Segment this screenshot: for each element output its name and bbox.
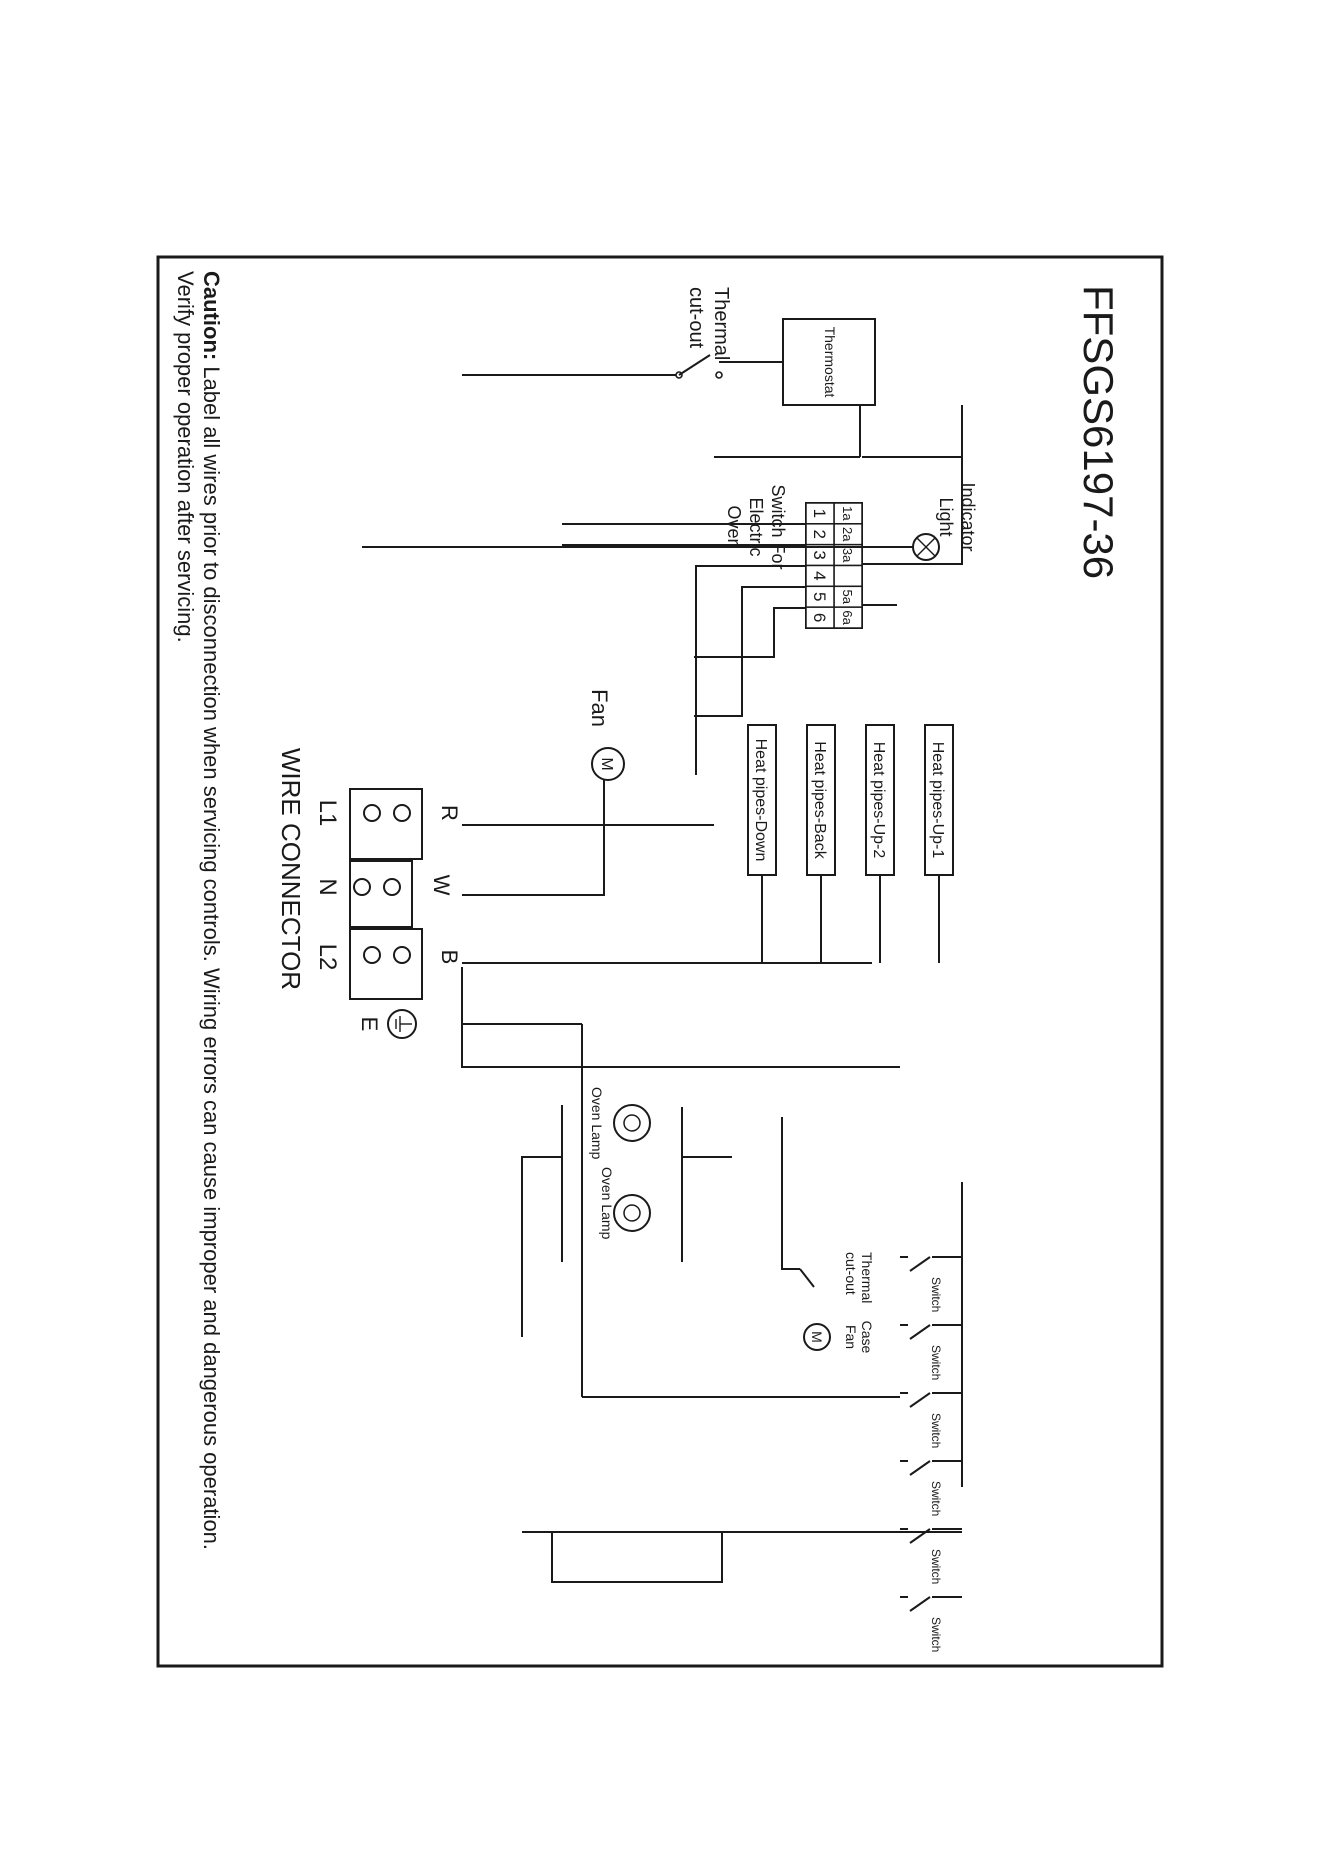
burner-switch: Switch: [900, 1324, 962, 1380]
indicator-light-x-2: [916, 537, 936, 557]
diagram-frame: [156, 255, 1164, 1668]
oven-switch-label-2: Electric: [746, 497, 766, 556]
caution-line-1: Caution: Label all wires prior to discon…: [199, 271, 224, 1550]
switch-bottom-cell: [805, 606, 835, 629]
connector-l1: L1: [314, 800, 341, 827]
oven-lamp-2: [613, 1194, 651, 1232]
switch-bottom-terminal: 6: [810, 613, 829, 622]
switch-top-terminal: 1a: [840, 506, 855, 521]
fan-motor: [591, 747, 625, 781]
switch-bottom-terminal: 4: [810, 571, 829, 580]
fan-motor-m: M: [598, 757, 615, 770]
lower-thermal-blade: [799, 1268, 815, 1288]
burner-switch: Switch: [900, 1256, 962, 1312]
wire-lamps-d: [521, 1156, 562, 1337]
wire-connector: [349, 788, 423, 1000]
switch-bottom-terminal: 5: [810, 592, 829, 601]
burner-switch-label: Switch: [929, 1277, 943, 1312]
caution-line-2: Verify proper operation after servicing.: [173, 271, 198, 643]
thermostat-label: Thermostat: [822, 327, 838, 398]
bus-lower-1: [461, 967, 900, 1068]
heat-pipe-label: Heat pipes-Up-2: [870, 742, 887, 859]
burner-switch: Switch: [900, 1528, 962, 1584]
heat-pipe-label: Heat pipes-Down: [752, 739, 769, 862]
wire-1a: [862, 405, 963, 458]
thermal-cutout-label: Thermal: [710, 287, 732, 360]
switch-top-terminal: 2a: [840, 527, 855, 542]
wire-connector-label: WIRE CONNECTOR: [276, 748, 306, 990]
wire-out-5: [694, 586, 806, 717]
thermal-cutout-contact: [715, 371, 723, 379]
connector-w: W: [429, 875, 454, 896]
case-fan-label-2: Fan: [843, 1325, 859, 1349]
burner-switch: Switch: [900, 1460, 962, 1516]
oven-switch-label-3: Oven: [724, 505, 744, 548]
wire-out-6: [694, 607, 806, 658]
thermal-cutout-blade: [678, 354, 711, 376]
burner-switch-label: Switch: [929, 1617, 943, 1652]
switch-top-terminal: 3a: [840, 548, 855, 563]
burner-switch: Switch: [900, 1392, 962, 1448]
case-fan-m: M: [809, 1331, 825, 1343]
burner-switch-label: Switch: [929, 1345, 943, 1380]
diagram-title: FFSGS6197-36: [1075, 285, 1122, 579]
switch-top-terminal: 5a: [840, 590, 855, 605]
indicator-light-label-2: Light: [936, 497, 956, 536]
case-fan-motor: [803, 1323, 831, 1351]
connector-n: N: [314, 878, 341, 895]
burner-switch-label: Switch: [929, 1481, 943, 1516]
switch-top-cell: [833, 564, 863, 588]
wire-6a: [862, 457, 963, 565]
burner-switch-label: Switch: [929, 1413, 943, 1448]
bus-w: [462, 780, 605, 896]
wire-lower-thermal: [781, 1117, 800, 1270]
burner-assembly: [551, 1531, 723, 1583]
heat-pipe-label: Heat pipes-Back: [811, 741, 828, 859]
heat-pipe-label: Heat pipes-Up-1: [929, 742, 946, 859]
lower-thermal-label: Thermal: [859, 1252, 875, 1303]
oven-lamp-1-inner: [623, 1114, 641, 1132]
connector-l2: L2: [314, 944, 341, 971]
wire-out-4: [695, 565, 806, 775]
oven-lamp-2-inner: [623, 1204, 641, 1222]
case-fan-label: Case: [859, 1321, 875, 1354]
oven-lamp-1: [613, 1104, 651, 1142]
connector-r: R: [437, 805, 462, 821]
lower-thermal-label-2: cut-out: [843, 1252, 859, 1295]
fan-label: Fan: [587, 689, 612, 727]
oven-lamp-2-label: Oven Lamp: [599, 1167, 615, 1240]
switch-bottom-terminal: 3: [810, 550, 829, 559]
ground-label: E: [357, 1017, 382, 1032]
switch-bottom-terminal: 2: [810, 530, 829, 539]
connector-b: B: [437, 950, 462, 965]
switch-top-terminal: 6a: [840, 610, 855, 625]
oven-switch-label: Switch For: [768, 484, 788, 569]
oven-lamp-1-label: Oven Lamp: [589, 1087, 605, 1160]
burner-switch: Switch: [900, 1596, 962, 1652]
thermal-cutout-label-2: cut-out: [685, 287, 707, 349]
switch-bottom-terminal: 1: [810, 509, 829, 518]
burner-switch-label: Switch: [929, 1549, 943, 1584]
